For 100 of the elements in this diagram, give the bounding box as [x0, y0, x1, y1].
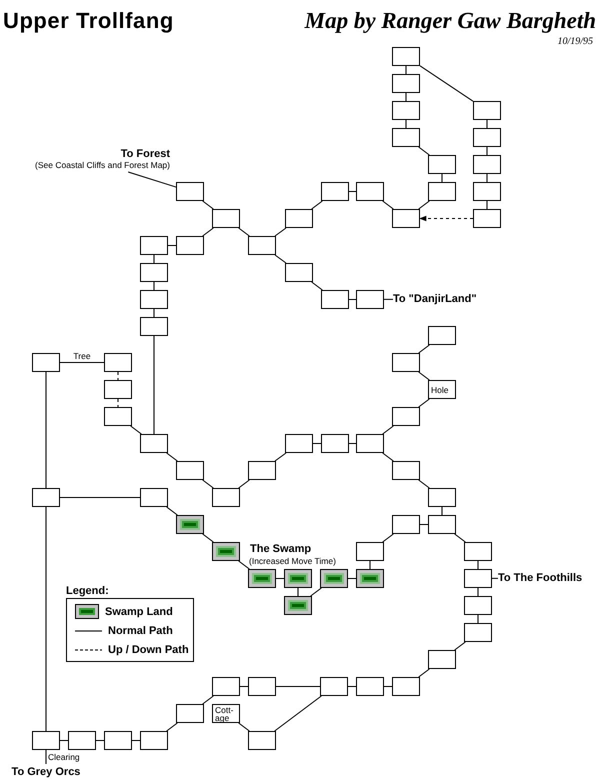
path-line: [96, 740, 104, 741]
path-line: [202, 228, 214, 236]
room-box: [140, 290, 168, 309]
room-box: [356, 434, 384, 453]
area-label: The Swamp: [250, 543, 312, 555]
room-box: [464, 623, 492, 642]
room-box: [428, 515, 456, 534]
path-line: [382, 426, 394, 434]
exit-label: To Forest: [120, 148, 170, 160]
room-box: [473, 128, 501, 147]
room-box: [392, 209, 420, 228]
path-line: [348, 299, 356, 300]
area-note: (Increased Move Time): [249, 556, 336, 566]
path-line: [348, 191, 356, 192]
place-label: Clearing: [48, 752, 80, 762]
legend-label: Normal Path: [108, 625, 173, 638]
edge-label: Tree: [72, 350, 92, 360]
room-box: [392, 407, 420, 426]
room-box: [140, 263, 168, 282]
path-line: [60, 362, 104, 363]
path-line: [128, 172, 176, 188]
path-line: [312, 443, 322, 444]
room-box: [320, 677, 348, 696]
room-label: Hole: [431, 386, 450, 394]
path-line: [274, 452, 286, 462]
room-box: [473, 155, 501, 174]
room-box: [104, 731, 132, 750]
exit-label: To Grey Orcs: [12, 766, 80, 778]
room-box: [212, 677, 240, 696]
path-line: [238, 228, 250, 236]
path-line: [238, 560, 250, 570]
room-box: [321, 182, 349, 201]
room-box: [428, 380, 456, 399]
path-line: [418, 146, 430, 156]
path-line: [274, 254, 286, 264]
path-line: [168, 245, 176, 246]
room-box: [464, 569, 492, 588]
path-line: [310, 588, 322, 596]
room-box: [428, 650, 456, 669]
room-box: [392, 128, 420, 147]
room-box: [473, 209, 501, 228]
room-box: [32, 353, 60, 372]
path-line: [166, 506, 178, 516]
room-box: [104, 407, 132, 426]
path-line: [202, 696, 214, 704]
room-box: [104, 353, 132, 372]
path-line: [130, 426, 142, 434]
path-line: [348, 686, 356, 687]
room-box: [392, 47, 420, 66]
room-box: [321, 290, 349, 309]
room-box: [473, 101, 501, 120]
path-line: [311, 200, 323, 210]
room-box: [248, 461, 276, 480]
room-box: [473, 182, 501, 201]
room-box: [140, 317, 168, 336]
date-label: 10/19/95: [557, 36, 593, 48]
room-box: [212, 704, 240, 723]
path-line: [486, 200, 488, 210]
room-box: [140, 731, 168, 750]
path-line: [418, 200, 430, 210]
path-line: [274, 228, 286, 236]
path-line: [132, 740, 140, 741]
room-box: [428, 182, 456, 201]
room-box: [392, 515, 420, 534]
path-line: [202, 534, 214, 542]
path-line: [166, 452, 178, 462]
path-line: [486, 146, 488, 156]
path-line: [382, 534, 394, 542]
room-box: [68, 731, 96, 750]
room-box: [285, 263, 313, 282]
path-line: [486, 120, 488, 128]
arrow: [419, 216, 474, 222]
room-box: [392, 677, 420, 696]
room-box: [176, 236, 204, 255]
room-box: [285, 434, 313, 453]
room-box: [392, 74, 420, 93]
room-box: [464, 542, 492, 561]
path-line: [492, 578, 498, 579]
path-line: [418, 372, 430, 380]
path-line: [202, 200, 214, 210]
path-line: [311, 282, 323, 290]
room-box: [140, 236, 168, 255]
exit-label: To The Foothills: [498, 572, 582, 584]
legend-label: Up / Down Path: [108, 644, 189, 656]
room-box: [392, 353, 420, 372]
path-line: [418, 668, 430, 678]
path-line: [384, 298, 394, 300]
room-box: [176, 182, 204, 201]
legend-label: Swamp Land: [105, 606, 173, 618]
path-line: [60, 497, 140, 498]
room-box: [356, 677, 384, 696]
path-line: [238, 480, 250, 488]
room-box: [321, 434, 349, 453]
room-box: [248, 236, 276, 255]
room-box: [176, 461, 204, 480]
path-line: [420, 65, 474, 102]
room-box: [104, 380, 132, 399]
path-line: [454, 534, 466, 542]
path-line: [382, 200, 394, 210]
path-line: [202, 480, 214, 488]
